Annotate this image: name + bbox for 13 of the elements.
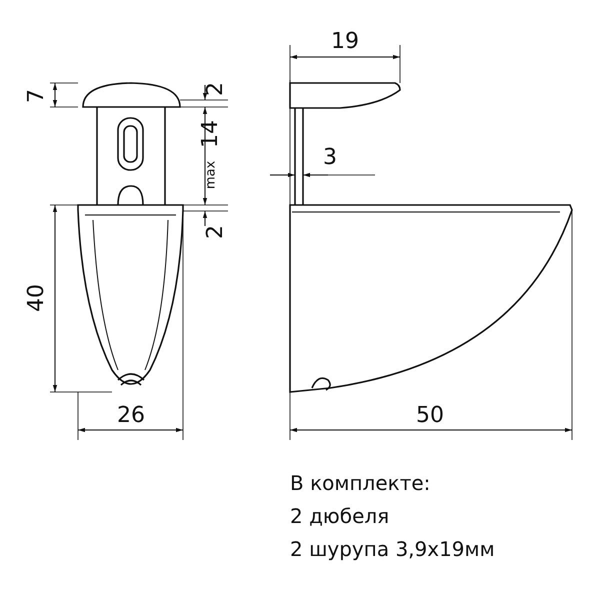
dimension-value: 7 bbox=[26, 89, 48, 103]
dimension-value: 50 bbox=[416, 405, 444, 427]
note-text: В комплекте: bbox=[290, 473, 430, 493]
dimension-value: 14 bbox=[200, 120, 222, 148]
dimension-value: 26 bbox=[117, 405, 145, 427]
dimension-value: 3 bbox=[323, 147, 337, 169]
note-text: 2 шурупа 3,9х19мм bbox=[290, 539, 495, 559]
note-text: 2 дюбеля bbox=[290, 506, 390, 526]
dimension-value: 2 bbox=[205, 225, 227, 239]
dimension-value: max bbox=[204, 160, 218, 190]
dimension-value: 19 bbox=[331, 31, 359, 53]
dimension-value: 2 bbox=[205, 82, 227, 96]
dimension-value: 40 bbox=[26, 284, 48, 312]
